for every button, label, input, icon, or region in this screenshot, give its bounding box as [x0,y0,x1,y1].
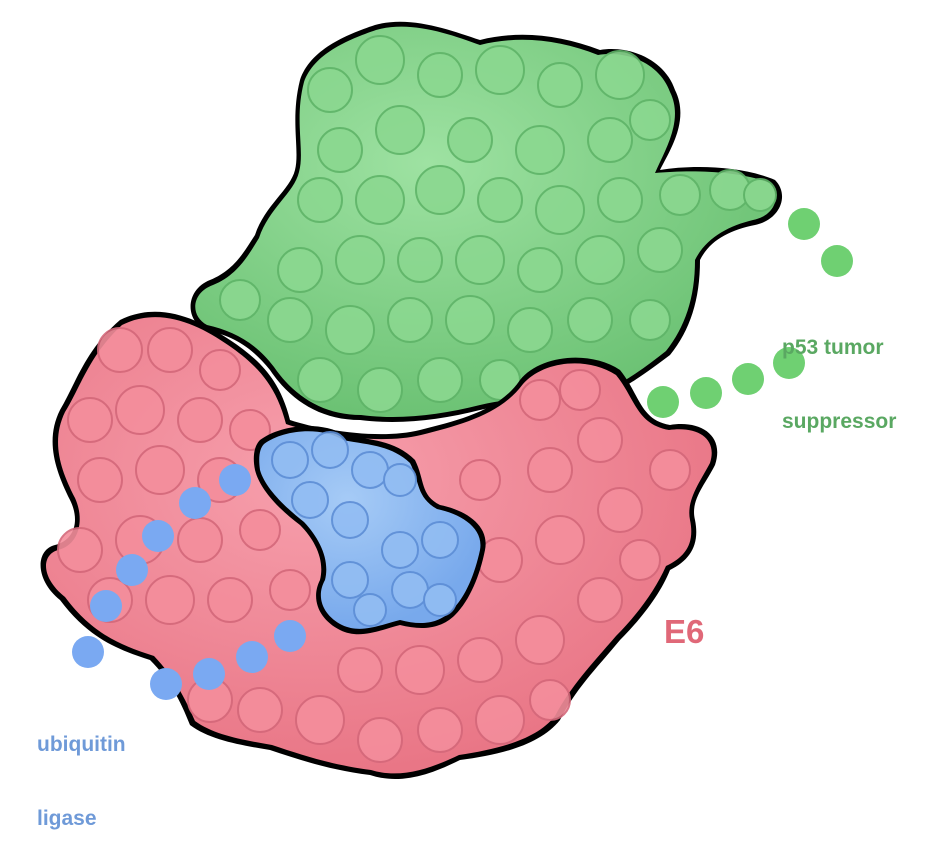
ligase-trail-dot [179,487,211,519]
ligase-trail-dot [90,590,122,622]
p53-trail-dot [690,377,722,409]
ligase-trail-dot [72,636,104,668]
p53-label-line1: p53 tumor [782,335,884,359]
ligase-trail-dot [193,658,225,690]
ligase-dotted-trail [72,464,306,700]
ubiquitin-ligase-label-line2: ligase [37,806,97,830]
p53-dotted-trail [647,208,853,418]
p53-trail-dot [821,245,853,277]
protein-illustration [40,21,853,780]
ligase-trail-dot [236,641,268,673]
e6-label: E6 [664,613,705,650]
ligase-trail-dot [219,464,251,496]
ubiquitin-ligase-label-line1: ubiquitin [37,732,126,756]
p53-trail-dot [647,386,679,418]
ligase-trail-dot [150,668,182,700]
ligase-trail-dot [116,554,148,586]
p53-trail-dot [788,208,820,240]
p53-trail-dot [773,347,805,379]
e6-atoms [57,327,691,763]
ubiquitin-ligase-label: ubiquitin ligase [37,683,126,856]
ligase-atoms [271,431,459,627]
p53-label-line2: suppressor [782,409,897,433]
p53-atoms [219,35,777,413]
ubiquitin-ligase-peptide [253,425,486,635]
p53-trail-dot [732,363,764,395]
p53-protein [190,21,783,422]
ligase-trail-dot [142,520,174,552]
ligase-trail-dot [274,620,306,652]
p53-label: p53 tumor suppressor [782,286,896,459]
